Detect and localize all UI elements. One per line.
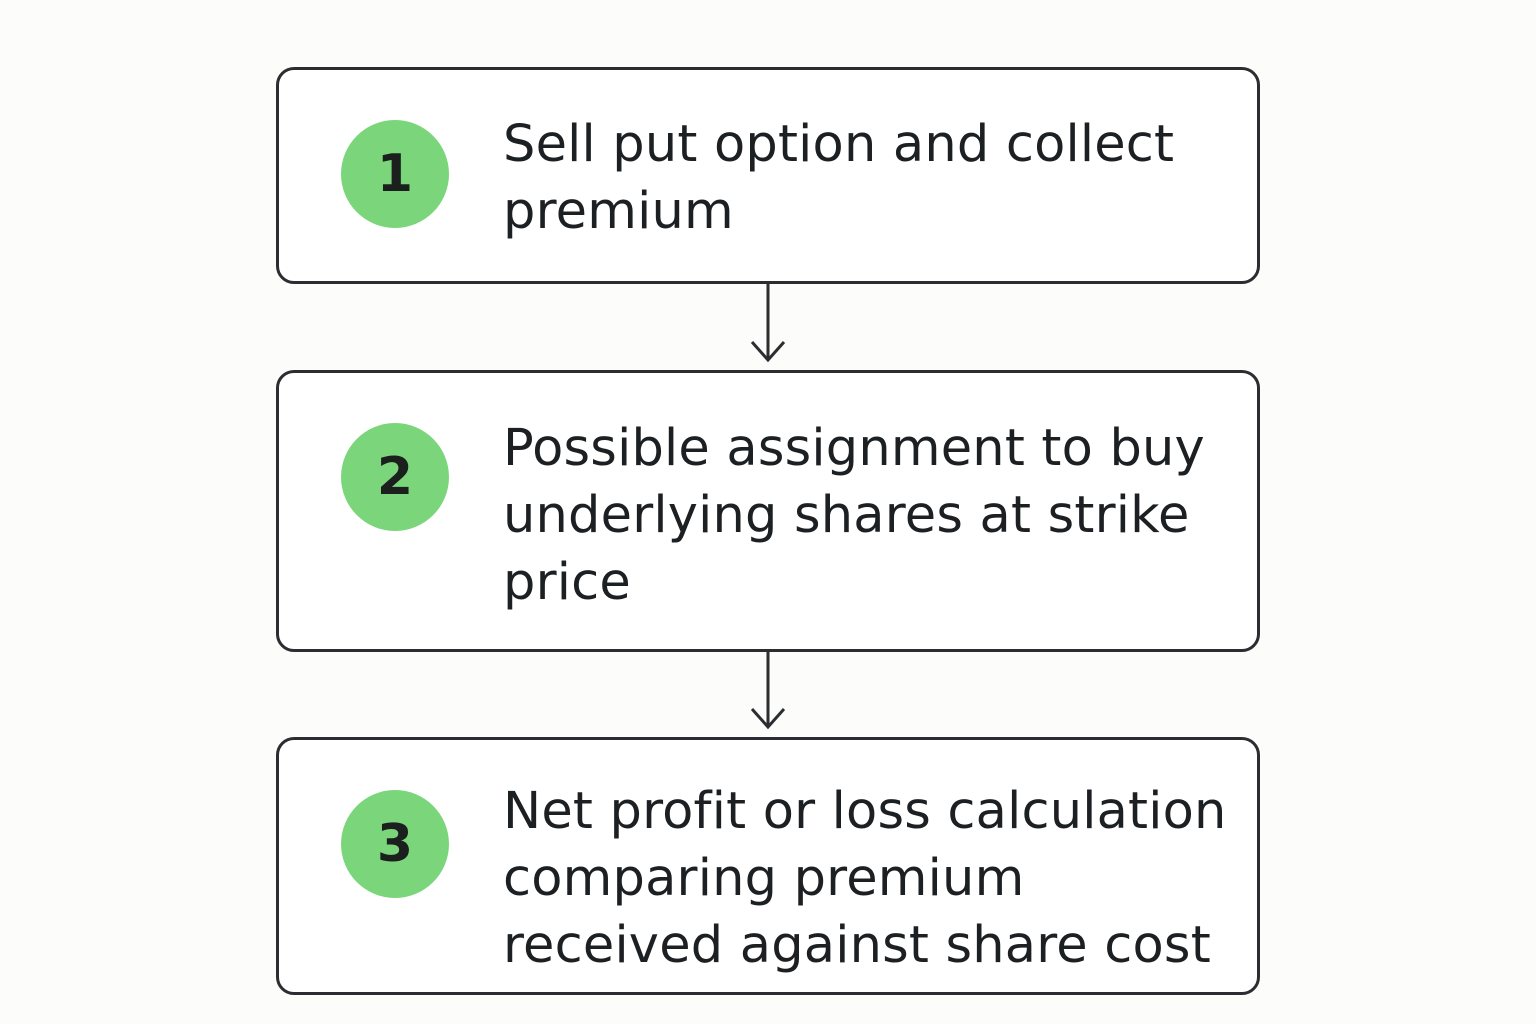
step-box-3: 3 Net profit or loss calculation compari… (276, 737, 1260, 995)
step-box-2: 2 Possible assignment to buy underlying … (276, 370, 1260, 652)
step-description: Net profit or loss calculation comparing… (503, 782, 1227, 975)
step-box-1: 1 Sell put option and collect premium (276, 67, 1260, 284)
step-number-badge: 3 (341, 790, 449, 898)
step-number-badge: 1 (341, 120, 449, 228)
step-description: Sell put option and collect premium (503, 115, 1175, 241)
step-description: Possible assignment to buy underlying sh… (503, 419, 1205, 612)
arrow-down-icon (750, 284, 786, 363)
step-number-badge: 2 (341, 423, 449, 531)
arrow-down-icon (750, 652, 786, 730)
